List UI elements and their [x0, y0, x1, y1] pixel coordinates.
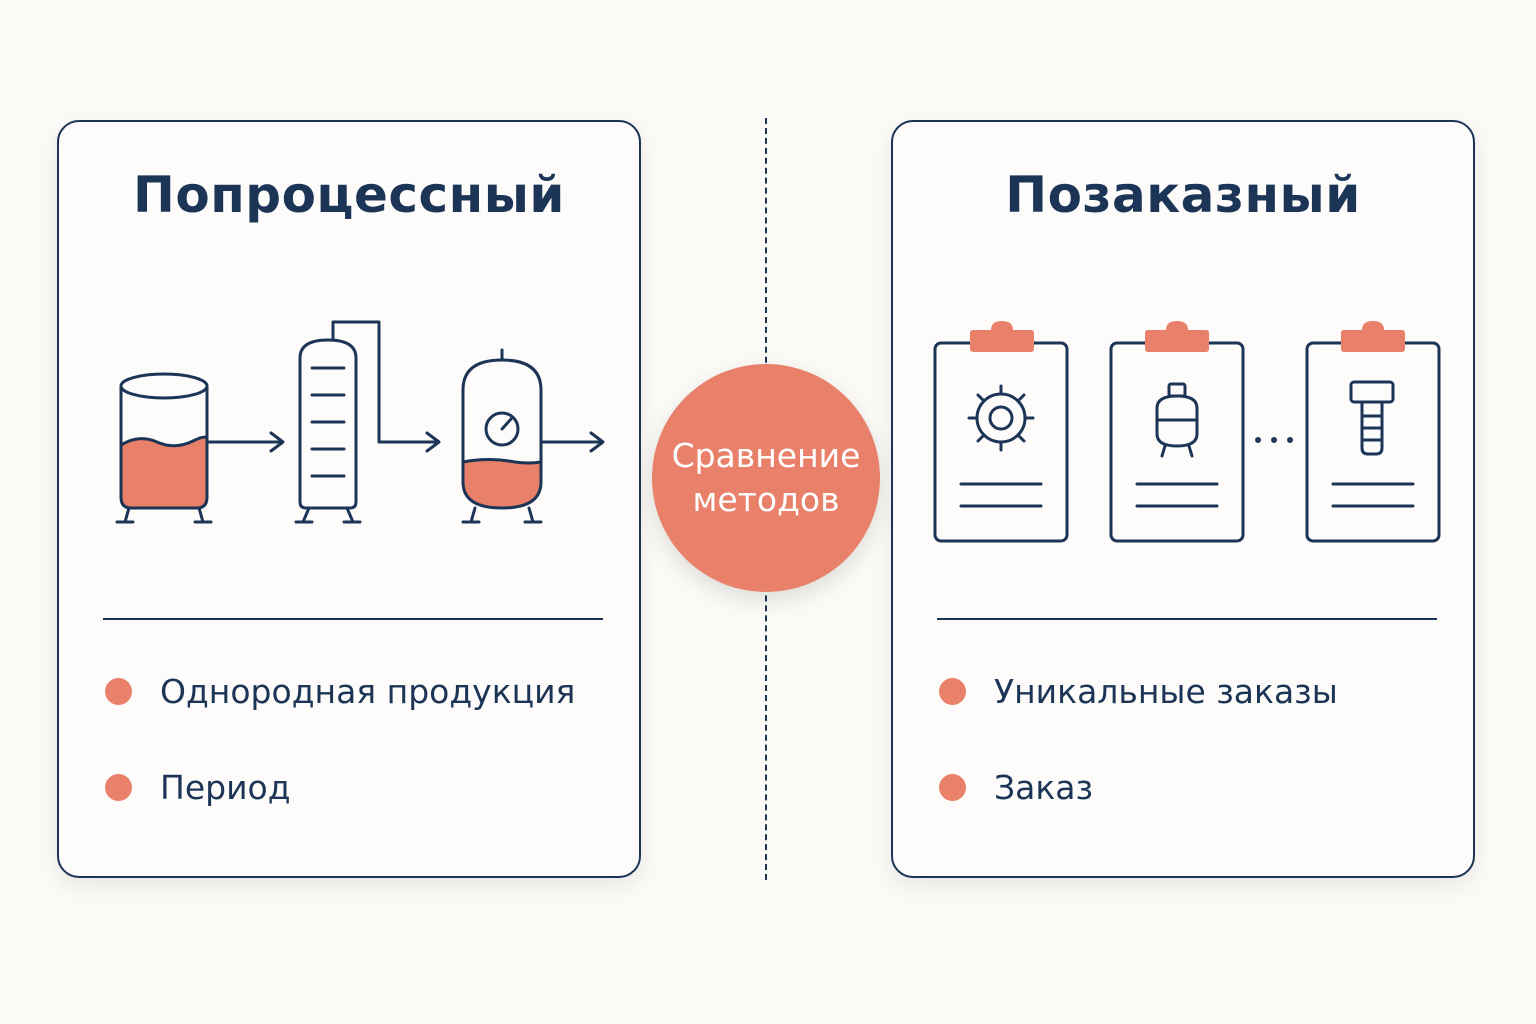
pressure-vessel-icon [461, 348, 605, 524]
orders-illustration [933, 321, 1441, 543]
right-bullet-text: Заказ [994, 768, 1094, 807]
tank-icon [115, 372, 213, 524]
right-card-divider [937, 618, 1437, 620]
process-costing-card: Попроцессный [57, 120, 641, 878]
clipboard-icon [1305, 321, 1441, 543]
flow-arrow-icon [207, 431, 285, 453]
left-bullet-item: Однородная продукция [105, 672, 575, 711]
bolt-icon [1349, 380, 1395, 456]
ellipsis-icon [1255, 437, 1293, 443]
bullet-dot-icon [939, 678, 966, 705]
left-bullet-text: Однородная продукция [160, 672, 576, 711]
clipboard-icon [1109, 321, 1245, 543]
bullet-dot-icon [105, 774, 132, 801]
gear-icon [967, 384, 1035, 452]
right-bullet-item: Уникальные заказы [939, 672, 1338, 711]
right-bullet-item: Заказ [939, 768, 1093, 807]
vessel-icon [1155, 382, 1199, 458]
process-flow-illustration [115, 320, 605, 524]
left-bullet-item: Период [105, 768, 291, 807]
clipboard-icon [933, 321, 1069, 543]
comparison-badge-line2: методов [692, 480, 840, 519]
bullet-dot-icon [105, 678, 132, 705]
process-costing-title: Попроцессный [133, 166, 565, 224]
bullet-dot-icon [939, 774, 966, 801]
comparison-badge-line1: Сравнение [671, 436, 861, 475]
left-card-divider [103, 618, 603, 620]
job-order-costing-card: Позаказный [891, 120, 1475, 878]
comparison-badge: Сравнение методов [652, 364, 880, 592]
left-bullet-text: Период [160, 768, 291, 807]
right-bullet-text: Уникальные заказы [994, 672, 1338, 711]
distillation-column-icon [294, 320, 441, 524]
job-order-costing-title: Позаказный [1005, 166, 1361, 224]
